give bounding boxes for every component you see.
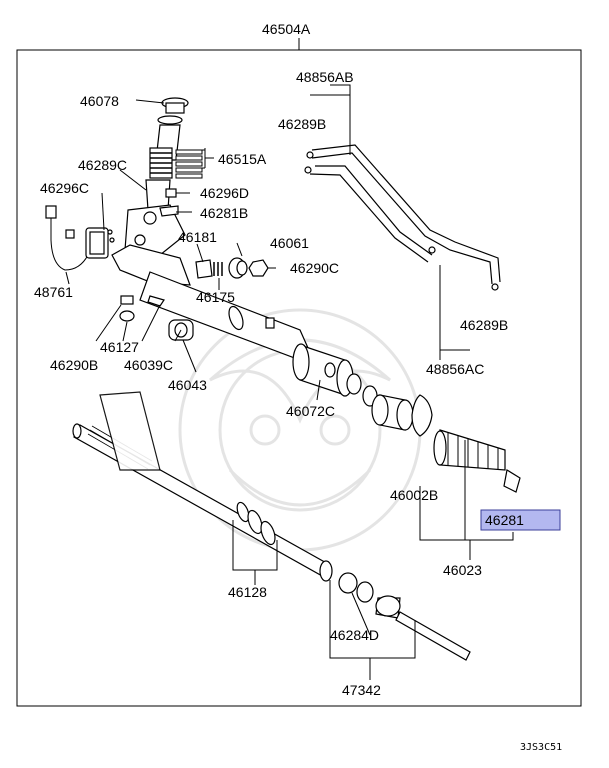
highlight-46281[interactable] <box>480 509 561 531</box>
callout-46181[interactable]: 46181 <box>178 229 217 245</box>
leader-lines <box>65 84 514 680</box>
boot-and-tie-rod <box>346 373 521 493</box>
seal-rings-46515A <box>175 149 203 179</box>
callout-46023[interactable]: 46023 <box>443 562 482 578</box>
callout-46078[interactable]: 46078 <box>80 93 119 109</box>
small-parts-cluster <box>119 257 269 341</box>
sensor-48761 <box>45 205 115 271</box>
callout-48856AC[interactable]: 48856AC <box>426 361 484 377</box>
pinion-valve-assembly <box>124 97 203 256</box>
callout-46290B[interactable]: 46290B <box>50 357 98 373</box>
callout-48856AB[interactable]: 48856AB <box>296 69 354 85</box>
callout-labels: 46078 46515A 46289C 46296C 46296D 46281B… <box>34 69 524 698</box>
callout-46128[interactable]: 46128 <box>228 584 267 600</box>
footer-code: 3JS3C51 <box>520 742 562 753</box>
callout-46296D[interactable]: 46296D <box>200 185 249 201</box>
rack-housing <box>111 244 354 397</box>
callout-46002B[interactable]: 46002B <box>390 487 438 503</box>
callout-46175[interactable]: 46175 <box>196 289 235 305</box>
callout-46289C[interactable]: 46289C <box>78 157 127 173</box>
callout-46296C[interactable]: 46296C <box>40 180 89 196</box>
callout-46289B-top[interactable]: 46289B <box>278 116 326 132</box>
callout-46061[interactable]: 46061 <box>270 235 309 251</box>
callout-46515A[interactable]: 46515A <box>218 151 267 167</box>
callout-46127[interactable]: 46127 <box>100 339 139 355</box>
callout-48761[interactable]: 48761 <box>34 284 73 300</box>
callout-46289B-bottom[interactable]: 46289B <box>460 317 508 333</box>
callout-46284D[interactable]: 46284D <box>330 627 379 643</box>
pressure-pipes <box>304 144 501 291</box>
callout-46043[interactable]: 46043 <box>168 377 207 393</box>
tie-rod-47342 <box>338 572 471 661</box>
callout-46039C[interactable]: 46039C <box>124 357 173 373</box>
frame-label: 46504A <box>262 21 311 37</box>
rack-shaft <box>72 391 333 582</box>
callout-46281[interactable]: 46281 <box>485 512 524 528</box>
callout-47342[interactable]: 47342 <box>342 682 381 698</box>
callout-46290C[interactable]: 46290C <box>290 260 339 276</box>
callout-46281B[interactable]: 46281B <box>200 205 248 221</box>
callout-46072C[interactable]: 46072C <box>286 403 335 419</box>
